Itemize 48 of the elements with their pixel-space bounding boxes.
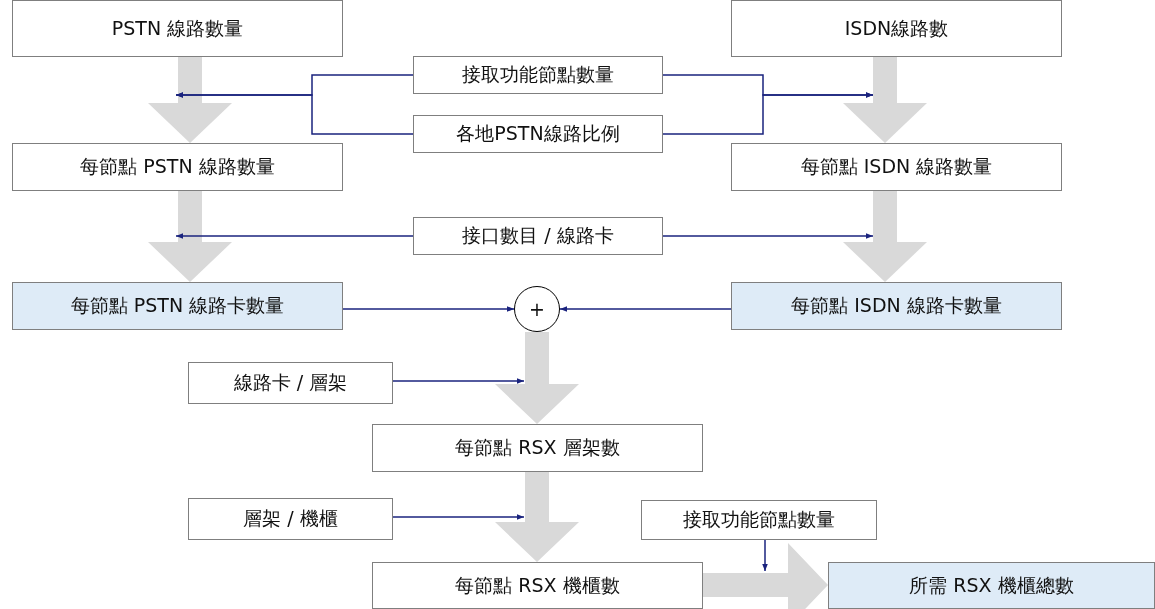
- block-arrow: [843, 57, 927, 143]
- arrow: [662, 233, 874, 239]
- box-label: 每節點 PSTN 線路卡數量: [70, 293, 285, 318]
- arrow: [175, 233, 414, 239]
- box-label: ISDN線路數: [844, 15, 949, 41]
- arrow: [662, 92, 874, 135]
- process-box: [12, 143, 343, 191]
- process-box: [413, 56, 663, 94]
- box-label: 每節點 ISDN 線路數量: [800, 154, 993, 179]
- arrow: [559, 306, 732, 312]
- process-box: [372, 424, 703, 472]
- process-box: [731, 282, 1062, 330]
- arrow: [392, 514, 525, 520]
- box-label: 所需 RSX 機櫃總數: [909, 572, 1074, 598]
- box-label: 線路卡 / 層架: [233, 370, 348, 395]
- arrow: [175, 92, 414, 135]
- process-box: [12, 282, 343, 330]
- block-arrow: [148, 191, 232, 282]
- box-label: 層架 / 機櫃: [243, 506, 338, 531]
- box-label: 各地PSTN線路比例: [456, 121, 620, 146]
- box-label: 接取功能節點數量: [462, 62, 614, 87]
- arrow: [392, 378, 525, 384]
- box-label: 每節點 ISDN 線路卡數量: [791, 293, 1002, 318]
- process-box: [828, 562, 1155, 609]
- process-box: [413, 217, 663, 255]
- process-box: [372, 562, 703, 609]
- plus-sign: +: [529, 298, 545, 320]
- box-label: 每節點 RSX 層架數: [455, 435, 620, 460]
- box-label: 接取功能節點數量: [683, 507, 835, 532]
- process-box: [188, 498, 393, 540]
- block-arrow: [148, 57, 232, 143]
- box-label: 每節點 PSTN 線路數量: [80, 154, 275, 179]
- process-box: [188, 362, 393, 404]
- box-label: 每節點 RSX 機櫃數: [455, 572, 620, 598]
- sum-circle: [514, 286, 560, 332]
- box-label: 接口數目 / 線路卡: [462, 223, 614, 248]
- process-box: [731, 0, 1062, 57]
- block-arrow: [495, 332, 579, 424]
- process-box: [12, 0, 343, 57]
- block-arrow: [843, 191, 927, 282]
- process-box: [641, 500, 877, 540]
- arrow: [342, 306, 515, 312]
- arrow: [762, 539, 768, 572]
- block-arrow: [495, 472, 579, 562]
- process-box: [413, 115, 663, 153]
- box-label: PSTN 線路數量: [111, 15, 244, 41]
- block-arrow: [703, 543, 828, 609]
- process-box: [731, 143, 1062, 191]
